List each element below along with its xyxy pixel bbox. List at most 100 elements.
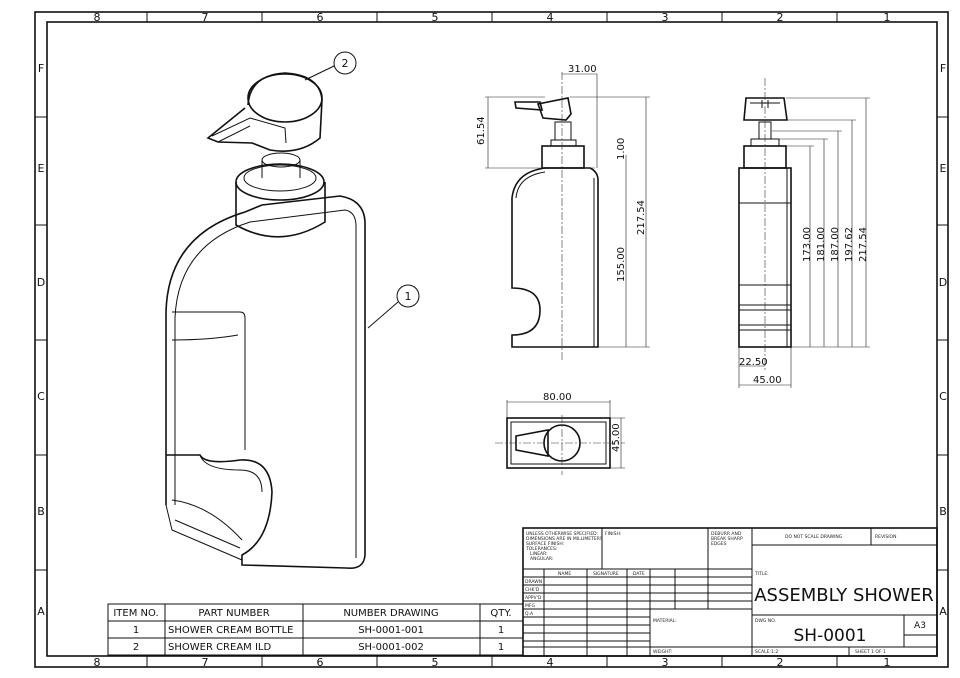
do-not-scale: DO NOT SCALE DRAWING [785,534,843,540]
note: SURFACE FINISH: [526,541,564,547]
zone-col: 8 [94,11,101,24]
drawing-number: SH-0001 [794,626,867,646]
bom-header: PART NUMBER [198,608,269,619]
note: ANGULAR: [530,556,553,562]
zone-col: 6 [317,11,324,24]
bom-row: 2 SHOWER CREAM ILD SH-0001-002 1 [133,642,504,653]
zone-col: 7 [202,11,209,24]
drawing-title: ASSEMBLY SHOWER [754,585,934,606]
weight-label: WEIGHT: [653,649,672,655]
sig-header: SIGNATURE [593,571,619,577]
zone-row: D [37,276,45,289]
bom-table: ITEM NO. PART NUMBER NUMBER DRAWING QTY.… [107,603,524,656]
role-label: MFG [525,603,535,609]
zone-col: 4 [547,656,554,669]
zone-col: 7 [202,656,209,669]
zone-col: 3 [662,656,669,669]
role-label: Q.A [525,611,534,617]
zone-ticks [35,12,948,667]
title-block: UNLESS OTHERWISE SPECIFIED: DIMENSIONS A… [522,527,938,657]
zone-row: E [38,162,45,175]
role-label: DRAWN [525,579,542,585]
dim-217-54: 217.54 [636,200,647,235]
dim-181: 181.00 [816,227,827,262]
deburr-note: EDGES [711,541,727,547]
balloon-2 [333,51,357,75]
zone-col: 5 [432,11,439,24]
zone-row: D [939,276,947,289]
zone-row: C [37,390,45,403]
zone-col: 1 [884,656,891,669]
zone-row: E [940,162,947,175]
note: UNLESS OTHERWISE SPECIFIED: [526,531,598,537]
zone-col: 8 [94,656,101,669]
bom-header: ITEM NO. [113,608,158,619]
bottle-front-face [165,195,366,570]
finish-label: FINISH: [605,531,621,537]
scale-label: SCALE:1:2 [755,649,778,655]
front-view: 31.00 61.54 1.00 217.54 155.00 [476,64,650,360]
role-label: CHK'D [525,587,540,593]
bom-cell: SH-0001-001 [358,625,424,636]
dim-61-54: 61.54 [476,116,487,145]
sheet-label: SHEET 1 OF 1 [855,649,886,655]
balloon-label: 2 [342,57,349,70]
title-label: TITLE: [754,571,769,577]
bom-cell: SH-0001-002 [358,642,424,653]
bom-row: 1 SHOWER CREAM BOTTLE SH-0001-001 1 [133,625,504,636]
bom-cell: SHOWER CREAM ILD [168,642,271,653]
inner-frame [46,21,938,657]
zone-row: A [939,605,947,618]
zone-row: F [38,62,44,75]
sig-header: DATE [633,571,645,577]
deburr-note: BREAK SHARP [711,536,743,542]
zone-col: 4 [547,11,554,24]
zone-row: F [940,62,946,75]
zone-col: 2 [777,656,784,669]
dim-217-54: 217.54 [858,227,869,262]
zone-col: 5 [432,656,439,669]
balloon-1 [396,284,420,308]
note: DIMENSIONS ARE IN MILLIMETERS [526,536,603,542]
zone-labels-right: F E D C B A [939,62,947,618]
zone-row: B [37,505,45,518]
outer-frame [34,11,949,668]
dwg-no-label: DWG NO. [755,618,776,624]
bom-cell: SHOWER CREAM BOTTLE [168,625,293,636]
bom-cell: 1 [498,642,504,653]
dim-155: 155.00 [616,247,627,282]
bom-header: NUMBER DRAWING [343,608,438,619]
zone-labels-left: F E D C B A [37,62,45,618]
zone-col: 1 [884,11,891,24]
zone-row: C [939,390,947,403]
sig-header: NAME [558,571,571,577]
dim-187: 187.00 [830,227,841,262]
zone-labels-bottom: 8 7 6 5 4 3 2 1 [94,656,891,669]
dim-80: 80.00 [543,392,572,403]
tolerance-notes: UNLESS OTHERWISE SPECIFIED: DIMENSIONS A… [525,531,603,562]
zone-labels-top: 8 7 6 5 4 3 2 1 [94,11,891,24]
dim-45: 45.00 [611,423,622,452]
dim-31: 31.00 [568,64,597,75]
bom-header: QTY. [490,608,511,619]
bom-cell: 1 [133,625,139,636]
pump-collar [235,182,326,238]
dim-1: 1.00 [616,138,627,160]
dim-173: 173.00 [802,227,813,262]
role-label: APPV'D [525,595,542,601]
isometric-view: 2 1 [165,51,420,570]
dim-45: 45.00 [753,375,782,386]
zone-col: 3 [662,11,669,24]
dim-197-62: 197.62 [844,227,855,262]
dim-22-50: 22.50 [739,357,768,368]
bom-cell: 1 [498,625,504,636]
top-view: 80.00 45.00 [495,392,625,475]
side-view: 173.00 181.00 187.00 197.62 217.54 22.50… [738,78,870,388]
balloon-label: 1 [405,290,412,303]
pump-head [206,72,323,152]
sheet-size: A3 [914,621,926,631]
note: TOLERANCES: [525,546,557,552]
zone-col: 6 [317,656,324,669]
deburr-note: DEBURR AND [711,531,742,537]
